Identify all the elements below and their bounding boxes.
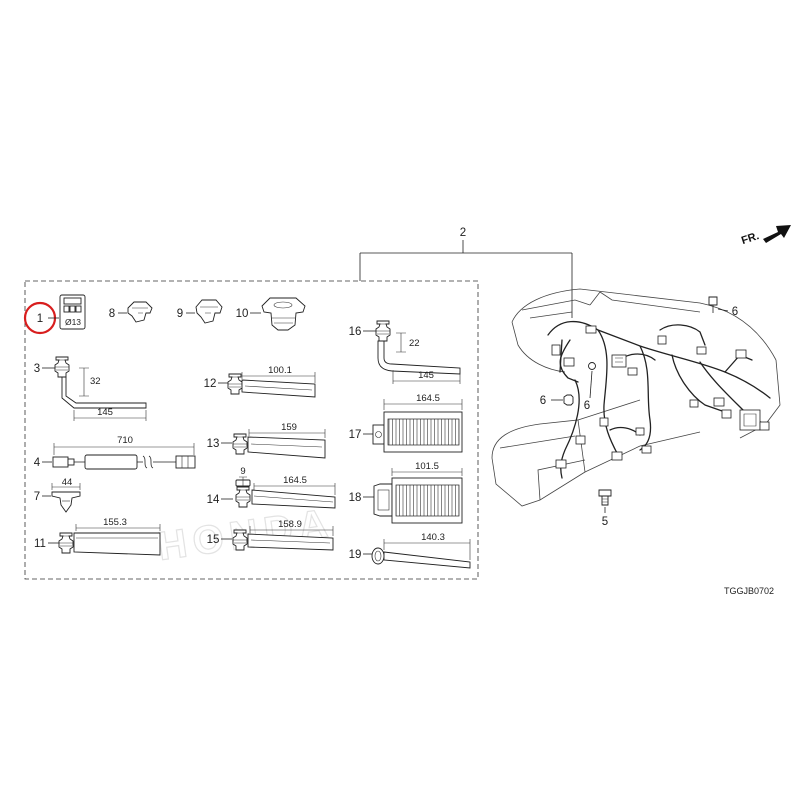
dim-length: 145 [97, 407, 113, 418]
instrument-panel-harness-drawing [491, 288, 781, 507]
front-direction-indicator: FR. [740, 225, 791, 247]
callout-6: 6 [584, 400, 590, 412]
callout-3: 3 [34, 363, 40, 375]
callout-15: 15 [207, 534, 220, 546]
part-4-sub-harness: 4 710 [34, 435, 196, 470]
callout-16: 16 [349, 326, 362, 338]
dim-height: 9 [240, 466, 245, 477]
watermark-logo-text: HONDA [155, 501, 336, 569]
harness-callout-6-top: 6 [708, 296, 738, 318]
kit-boundary [24, 280, 479, 580]
part-8-clip: 8 [109, 301, 153, 323]
dim-length: 140.3 [421, 532, 445, 543]
part-14-tie: 14 9 164.5 [207, 466, 336, 509]
part-17-tie: 17 164.5 [349, 393, 463, 453]
callout-14: 14 [207, 494, 220, 506]
dim-length: 101.5 [415, 461, 439, 472]
part-13-tie: 13 159 [207, 422, 326, 459]
callout-1: 1 [37, 313, 43, 325]
dim-length: 145 [418, 370, 434, 381]
callout-8: 8 [109, 308, 115, 320]
dim-length: 164.5 [416, 393, 440, 404]
callout-11: 11 [34, 538, 46, 550]
dim-length: 155.3 [103, 517, 127, 528]
direction-label: FR. [740, 230, 761, 247]
part-9-clip: 9 [177, 299, 223, 324]
harness-callout-5: 5 [598, 489, 612, 528]
harness-callout-6-middle: 6 [584, 362, 596, 412]
callout-7: 7 [34, 491, 40, 503]
part-3-bracket: 3 32 145 [34, 356, 147, 421]
callout-12: 12 [204, 378, 217, 390]
part-1-label: 1 Ø13 [23, 294, 86, 335]
callout-10: 10 [236, 308, 249, 320]
dim-length: 164.5 [283, 475, 307, 486]
callout-18: 18 [349, 492, 362, 504]
arrow-icon [763, 225, 791, 243]
dim-length: 159 [281, 422, 297, 433]
callout-4: 4 [34, 457, 41, 469]
part-12-tie: 12 100.1 [204, 365, 316, 398]
assembly-callout: 2 [460, 227, 466, 239]
dim-diameter: Ø13 [65, 317, 81, 327]
part-11-tie: 11 155.3 [34, 517, 161, 556]
part-16-bracket: 16 22 145 [349, 320, 461, 384]
callout-5: 5 [602, 516, 608, 528]
callout-6: 6 [540, 395, 546, 407]
dim-width: 44 [62, 477, 73, 488]
callout-9: 9 [177, 308, 183, 320]
callout-13: 13 [207, 438, 220, 450]
dim-length: 710 [117, 435, 133, 446]
dim-height: 22 [409, 338, 420, 349]
assembly-bracket: 2 [359, 227, 573, 318]
harness-callout-6-left: 6 [540, 394, 574, 407]
drawing-code: TGGJB0702 [724, 586, 774, 596]
dim-height: 32 [90, 376, 101, 387]
dim-length: 100.1 [268, 365, 292, 376]
part-18-tie: 18 101.5 [349, 461, 463, 524]
part-10-clip: 10 [236, 297, 306, 331]
part-7-clip: 7 44 [34, 477, 81, 513]
callout-19: 19 [349, 549, 362, 561]
dim-length: 158.9 [278, 519, 302, 530]
part-19-tie: 19 140.3 [349, 532, 471, 569]
part-15-tie: 15 158.9 [207, 519, 334, 551]
callout-17: 17 [349, 429, 362, 441]
callout-6: 6 [732, 306, 738, 318]
